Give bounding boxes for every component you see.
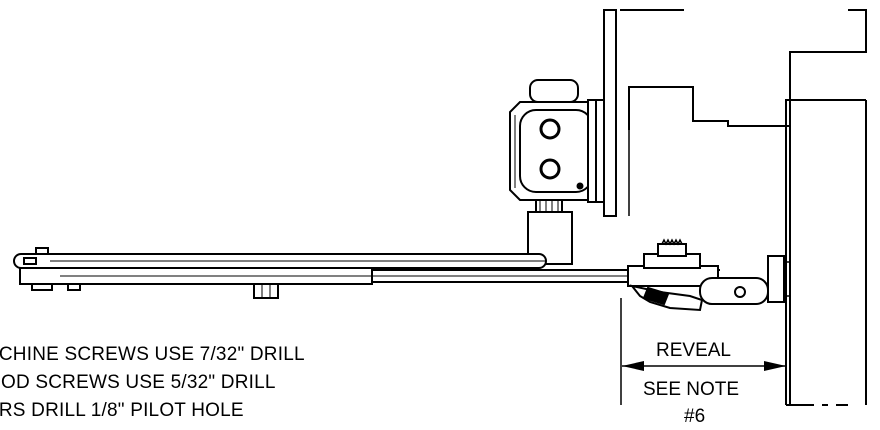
main-arm (13, 247, 547, 269)
arm-shoe (629, 255, 790, 312)
reveal-label: REVEAL (656, 340, 731, 361)
door-closer-body (509, 79, 605, 203)
drill-note-pilot-hole: ERS DRILL 1/8" PILOT HOLE (0, 400, 244, 421)
drill-note-machine-screws: ACHINE SCREWS USE 7/32" DRILL (0, 344, 305, 365)
mounting-plate (603, 9, 617, 217)
see-note-label: SEE NOTE (643, 379, 740, 400)
note-number-label: #6 (684, 406, 706, 427)
forearm (19, 267, 373, 291)
reveal-dimension (620, 298, 786, 405)
door-frame-header (620, 9, 867, 216)
closer-spindle (527, 199, 573, 265)
door-jamb (785, 99, 867, 406)
adjustment-screw (253, 283, 279, 299)
parallel-arm-bracket (627, 238, 719, 287)
drill-note-wood-screws: OOD SCREWS USE 5/32" DRILL (0, 372, 276, 393)
